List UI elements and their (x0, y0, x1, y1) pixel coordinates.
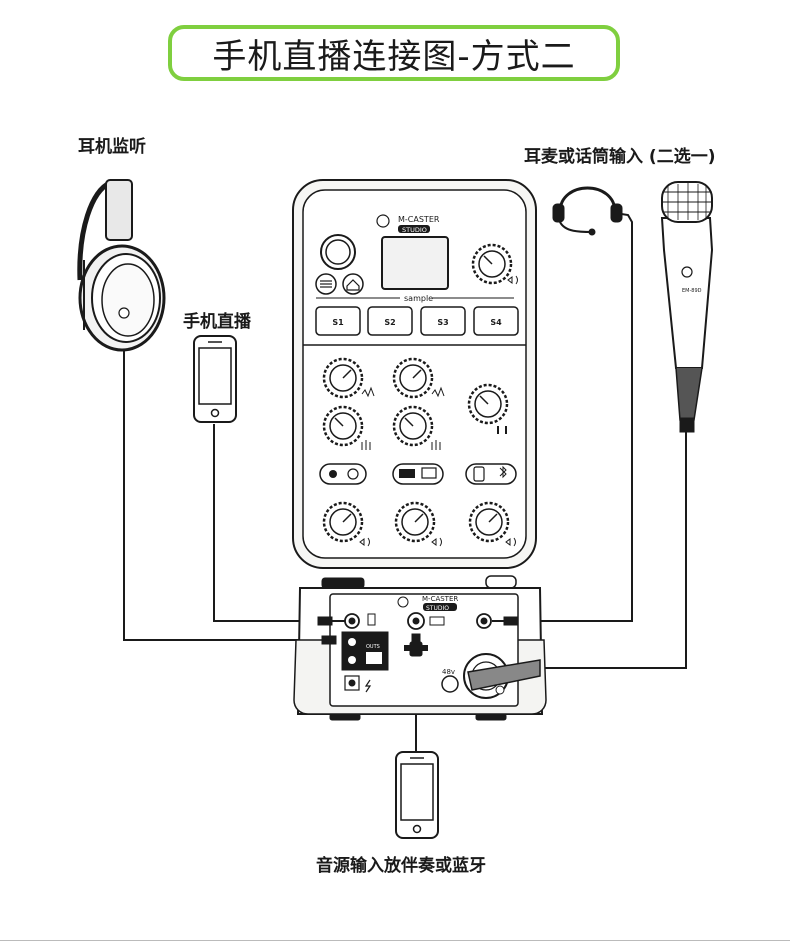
pad-s2: S2 (384, 318, 395, 327)
bottom-divider (0, 940, 790, 941)
pad-s3: S3 (437, 318, 448, 327)
pad-s4: S4 (490, 318, 502, 327)
headphones-label: 耳机监听 (78, 137, 146, 157)
title-box: 手机直播连接图-方式二 (168, 25, 620, 81)
device-top-view (292, 179, 537, 569)
phantom-text: 48v (442, 668, 455, 676)
page-title: 手机直播连接图-方式二 (212, 36, 576, 77)
model-text-front: STUDIO (426, 605, 449, 612)
phone-live-label: 手机直播 (183, 312, 251, 332)
mic-cable (540, 430, 687, 669)
model-text-top: STUDIO (402, 226, 427, 234)
headset-cable (512, 212, 633, 622)
cable-plugs (317, 616, 541, 691)
knob-row-2 (322, 405, 434, 447)
audio-source-label: 音源输入放伴奏或蓝牙 (316, 856, 486, 876)
mic-input-label: 耳麦或话筒输入 (二选一) (524, 147, 716, 167)
pad-s1: S1 (332, 318, 344, 327)
sample-text: sample (404, 294, 433, 303)
brand-text-front: M-CASTER (422, 595, 458, 603)
mic-brand-text: EM-89D (682, 288, 702, 294)
headset-icon (552, 186, 623, 236)
phone-live-icon (193, 335, 237, 423)
brand-text-top: M-CASTER (398, 215, 440, 224)
knob-row-3 (322, 501, 510, 543)
outs-text: OUTS (366, 644, 380, 650)
microphone-icon (660, 181, 714, 433)
audio-source-phone-icon (395, 751, 439, 839)
knob-row-1 (322, 357, 509, 425)
phone-live-cable (213, 424, 320, 622)
headphones-icon (77, 179, 166, 352)
